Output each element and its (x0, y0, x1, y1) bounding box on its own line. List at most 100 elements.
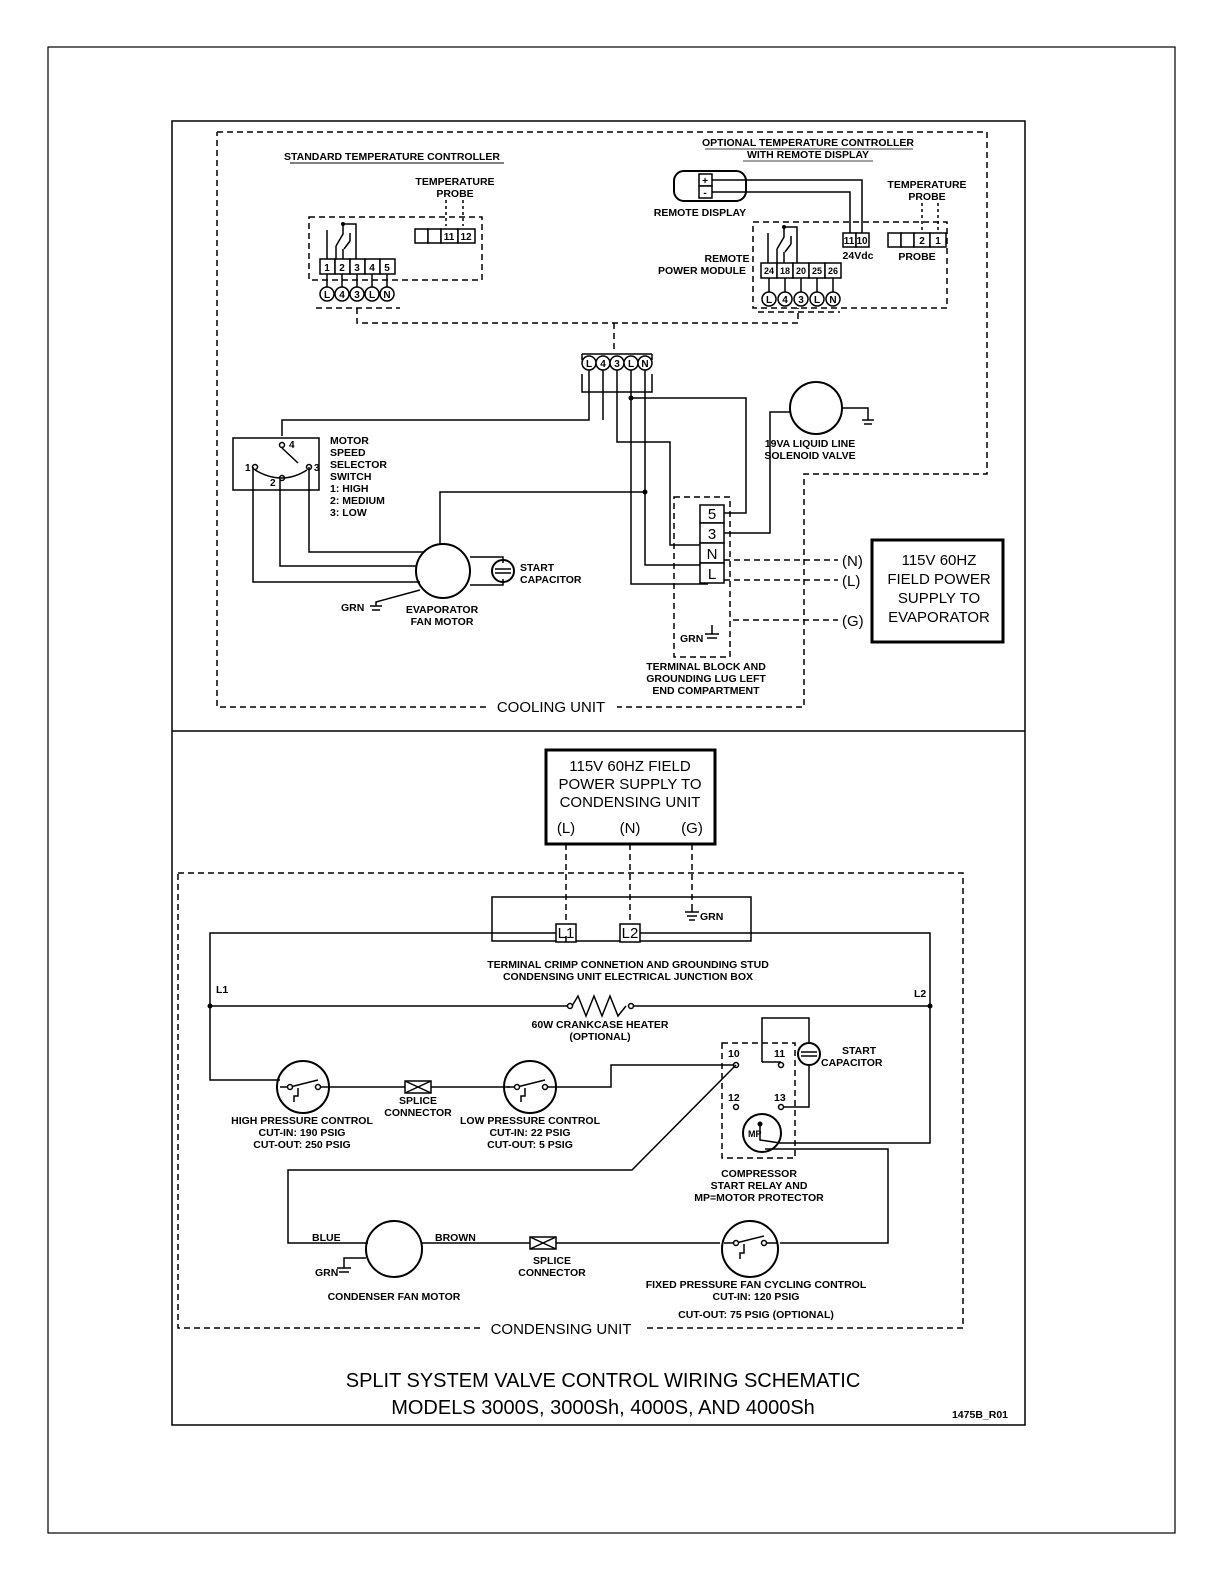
crimp-L2-label: L2 (622, 925, 639, 942)
wire-hub-L (630, 370, 708, 585)
vdc-terminal-11: 11 (844, 236, 855, 247)
splice-2-label-2: CONNECTOR (518, 1267, 586, 1279)
relay-terminal-10: 10 (728, 1048, 740, 1060)
std-probe-terminal (414, 228, 429, 244)
std-wire-ids: L 4 3 L N (319, 286, 395, 302)
evaporator-fan-motor (415, 543, 471, 599)
fan-cycling-switch-symbol (724, 1235, 777, 1259)
switch-contact-4 (278, 441, 286, 449)
compressor-motor (742, 1113, 782, 1153)
condenser-motor-label: CONDENSER FAN MOTOR (328, 1291, 461, 1303)
remote-display-label: REMOTE DISPLAY (654, 207, 746, 219)
label-L1: L1 (216, 984, 228, 996)
capacitor-plates (495, 568, 511, 574)
motor-speed-switch (232, 437, 320, 491)
evap-power-line-1: 115V 60HZ (902, 552, 977, 569)
solenoid-label-1: 19VA LIQUID LINE (765, 438, 855, 450)
evap-motor-label-1: EVAPORATOR (406, 604, 479, 616)
relay-contact (777, 1103, 785, 1111)
cond-lead-L: (L) (557, 820, 575, 837)
vdc-label: 24Vdc (843, 250, 874, 262)
splice-connector-1-x (404, 1080, 432, 1094)
condensing-unit-boundary (177, 872, 964, 1329)
cond-power-line-3: CONDENSING UNIT (560, 794, 701, 811)
std-probe-terminal (457, 228, 476, 244)
condenser-fan-motor (365, 1220, 423, 1278)
solenoid-label-2: SOLENOID VALVE (764, 450, 855, 462)
remote-display-minus: - (703, 188, 706, 199)
page-border (47, 46, 1176, 1534)
lp-label-3: CUT-OUT: 5 PSIG (487, 1139, 573, 1151)
cond-lead-N: (N) (620, 820, 641, 837)
field-lead-G-label: (G) (842, 613, 864, 630)
opt-probe-label-1: TEMPERATURE (887, 179, 966, 191)
switch-pos-4: 4 (289, 440, 295, 451)
remote-display-plus: + (702, 176, 708, 187)
wire-hub-3 (616, 370, 708, 546)
compressor-label-2: START RELAY AND (711, 1180, 808, 1192)
relay-contact (732, 1103, 740, 1111)
std-probe-terminal (427, 228, 442, 244)
std-probe-label-2: PROBE (436, 188, 473, 200)
condenser-grn-label: GRN (315, 1267, 338, 1279)
std-probe-terminals: 11 12 (414, 228, 476, 244)
motor-switch-labels: MOTOR SPEED SELECTOR SWITCH 1: HIGH 2: M… (330, 435, 387, 519)
remote-terminal: 26 (828, 266, 838, 276)
cond-power-line-2: POWER SUPPLY TO (558, 776, 701, 793)
tb-grn-label: GRN (680, 633, 703, 645)
motor-switch-label: 1: HIGH (330, 483, 369, 495)
wire-lp-to-relay (555, 1064, 736, 1088)
switch-pos-3: 3 (314, 463, 320, 474)
hub-wire-id: L (628, 359, 634, 370)
tb-5: 5 (708, 506, 716, 523)
remote-terminal: 24 (764, 266, 774, 276)
lp-contact (513, 1083, 521, 1091)
remote-wire-id: 3 (798, 295, 804, 306)
remote-terminal: 25 (812, 266, 822, 276)
terminal-block: 5 3 N L (699, 504, 725, 584)
cooling-unit-label: COOLING UNIT (497, 699, 605, 716)
motor-switch-label: MOTOR (330, 435, 369, 447)
motor-protector-symbol (759, 1124, 781, 1144)
std-wire-id: 3 (354, 290, 360, 301)
wire-N-to-evap-motor (439, 491, 645, 545)
tb-ground-icon (705, 625, 719, 639)
motor-switch-label: 2: MEDIUM (330, 495, 385, 507)
splice-1-label-2: CONNECTOR (384, 1107, 452, 1119)
condensing-field-power-box (544, 748, 717, 846)
label-L2: L2 (914, 988, 926, 1000)
solenoid-ground-icon (842, 407, 874, 425)
blue-wire-label: BLUE (312, 1232, 341, 1244)
wire-mp-to-fan-cycling (765, 1148, 889, 1244)
junction-label-2: CONDENSING UNIT ELECTRICAL JUNCTION BOX (503, 971, 753, 983)
switch-wiper (254, 447, 308, 479)
remote-terminal: 20 (796, 266, 806, 276)
remote-wire-id: L (766, 295, 772, 306)
motor-switch-label: SPEED (330, 447, 366, 459)
condensing-unit-section: 115V 60HZ FIELD POWER SUPPLY TO CONDENSI… (177, 748, 964, 1338)
remote-relay-leads (767, 233, 798, 263)
std-relay-leads (326, 230, 357, 259)
tb-N: N (707, 546, 718, 563)
fan-cycling-label-3: CUT-OUT: 75 PSIG (OPTIONAL) (678, 1309, 834, 1321)
remote-terminal-leads (768, 278, 834, 292)
vdc-terminal-10: 10 (856, 236, 868, 247)
cond-power-line-1: 115V 60HZ FIELD (569, 758, 691, 775)
low-pressure-switch-symbol (507, 1079, 555, 1102)
std-relay-contacts (335, 223, 357, 259)
remote-wire-id: 4 (782, 295, 788, 306)
relay-capacitor-wiring (761, 1017, 810, 1108)
relay-terminal-11: 11 (774, 1048, 785, 1060)
cooling-unit-boundary (216, 131, 988, 708)
evap-power-line-2: FIELD POWER (887, 571, 991, 588)
opt-probe-label-2: PROBE (908, 191, 945, 203)
fan-cycling-control (721, 1220, 779, 1278)
terminal-block-enclosure (673, 496, 731, 658)
crankcase-heater-resistor (571, 993, 627, 1019)
opt-probe-terminal-2: 2 (919, 236, 925, 247)
remote-wire-id: N (829, 295, 836, 306)
remote-relay-contacts (776, 226, 798, 263)
schematic-title-1: SPLIT SYSTEM VALVE CONTROL WIRING SCHEMA… (346, 1370, 861, 1392)
std-relay-pivot (341, 222, 345, 226)
